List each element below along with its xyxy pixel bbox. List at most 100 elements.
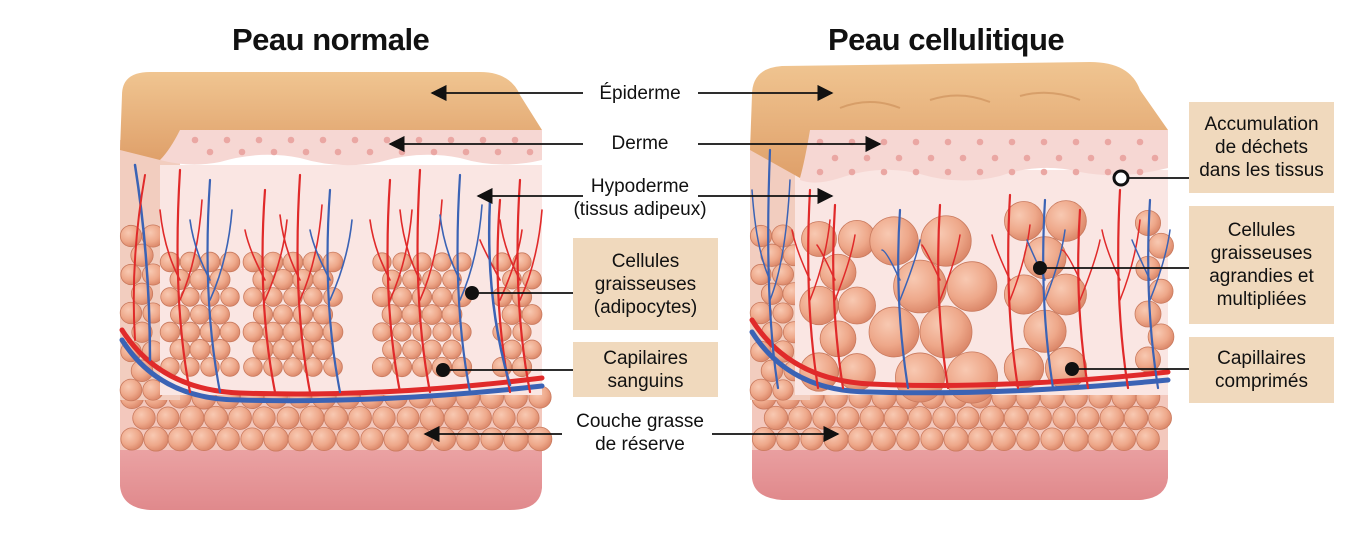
vein bbox=[309, 229, 331, 281]
dermis-dot bbox=[944, 138, 952, 146]
artery bbox=[1009, 224, 1031, 301]
vein bbox=[1149, 229, 1171, 301]
vein bbox=[456, 173, 472, 394]
artery bbox=[1077, 208, 1090, 390]
artery bbox=[416, 168, 432, 394]
artery bbox=[279, 214, 301, 281]
fat-cell bbox=[421, 304, 443, 325]
fat-cell bbox=[311, 426, 337, 452]
fat-cell bbox=[312, 304, 334, 325]
vein bbox=[749, 329, 1171, 396]
dermis-dot bbox=[1008, 168, 1016, 176]
fat-cell bbox=[772, 379, 794, 401]
fat-cell bbox=[1003, 405, 1029, 431]
fat-cell bbox=[348, 406, 372, 430]
fat-cell bbox=[1099, 405, 1125, 431]
title-cellulite-skin: Peau cellulitique bbox=[828, 22, 1065, 57]
box-text: graisseuses bbox=[1210, 243, 1313, 264]
box-text: Capilaires bbox=[603, 347, 688, 369]
artery bbox=[519, 209, 543, 301]
fat-cell bbox=[1028, 406, 1052, 430]
fat-cell bbox=[263, 357, 283, 377]
box-text: Accumulation bbox=[1204, 114, 1319, 135]
dermis-dot bbox=[462, 148, 470, 156]
dermis-dot bbox=[319, 136, 327, 144]
fat-cell bbox=[120, 263, 142, 286]
artery bbox=[499, 219, 521, 281]
dermis-dot bbox=[1104, 138, 1112, 146]
fat-cell bbox=[1136, 427, 1160, 451]
artery bbox=[807, 188, 820, 390]
artery bbox=[179, 199, 203, 301]
dermis-dot bbox=[880, 168, 888, 176]
fat-cell bbox=[1148, 232, 1174, 259]
dermis-dot bbox=[334, 148, 342, 156]
fat-cell bbox=[1134, 300, 1162, 328]
vein bbox=[487, 198, 512, 387]
fat-cell bbox=[838, 286, 876, 325]
fat-cell bbox=[943, 426, 969, 452]
fat-cell bbox=[287, 426, 313, 452]
fat-cell bbox=[412, 252, 432, 272]
dot-icon bbox=[1065, 362, 1079, 376]
fat-cell bbox=[419, 405, 445, 431]
fat-cell bbox=[751, 426, 777, 452]
pointer-markers bbox=[436, 169, 1130, 377]
fat-cell bbox=[442, 339, 462, 360]
dermis-dot bbox=[255, 136, 263, 144]
fat-cell bbox=[823, 426, 849, 452]
artery bbox=[176, 168, 192, 394]
fat-cell bbox=[120, 427, 144, 451]
dermis-dot bbox=[191, 136, 199, 144]
left-dermis bbox=[160, 130, 542, 166]
box-text: Cellules bbox=[611, 250, 680, 272]
right-reserve-fat-cells bbox=[751, 384, 1172, 452]
fat-cell bbox=[1045, 200, 1087, 242]
fat-cell bbox=[336, 427, 360, 451]
artery bbox=[937, 203, 950, 390]
label-epiderme: Épiderme bbox=[599, 83, 681, 104]
fat-cell bbox=[252, 406, 276, 430]
dermis-dot bbox=[991, 154, 999, 162]
fat-cell bbox=[360, 427, 384, 451]
dermis-dot bbox=[479, 136, 487, 144]
fat-cell bbox=[302, 321, 324, 343]
fat-cell bbox=[422, 269, 442, 290]
vein bbox=[1026, 239, 1046, 281]
artery bbox=[832, 203, 845, 390]
fat-cell bbox=[771, 263, 795, 286]
artery bbox=[1007, 193, 1020, 390]
label-hypoderme: Hypoderme (tissus adipeux) bbox=[565, 175, 715, 221]
fat-cell bbox=[527, 426, 553, 452]
fat-cell bbox=[407, 426, 433, 452]
fat-cell bbox=[402, 339, 422, 360]
fat-cell bbox=[431, 286, 453, 308]
dermis-dot bbox=[848, 168, 856, 176]
dermis-dot bbox=[223, 136, 231, 144]
fat-cell bbox=[868, 306, 920, 358]
dot-icon bbox=[436, 363, 450, 377]
dermis-dot bbox=[816, 168, 824, 176]
fat-cell bbox=[156, 406, 180, 430]
box-capilaires-sanguins: Capilaires sanguins bbox=[573, 342, 718, 397]
artery bbox=[399, 209, 421, 281]
fat-cell bbox=[119, 301, 143, 325]
fat-cell bbox=[956, 406, 980, 430]
artery bbox=[264, 219, 288, 301]
fat-cell bbox=[303, 287, 323, 307]
vein bbox=[209, 209, 233, 301]
fat-cell bbox=[143, 426, 169, 452]
box-text: multipliées bbox=[1216, 289, 1307, 310]
artery bbox=[386, 178, 402, 394]
dermis-dot bbox=[976, 168, 984, 176]
vein bbox=[189, 219, 211, 281]
fat-cell bbox=[772, 302, 794, 324]
fat-cell bbox=[228, 406, 252, 430]
fat-cell bbox=[456, 427, 480, 451]
vein bbox=[751, 189, 771, 281]
fat-cell bbox=[240, 427, 264, 451]
fat-cell bbox=[812, 406, 836, 430]
fat-cell bbox=[932, 406, 956, 430]
box-text: de déchets bbox=[1215, 137, 1308, 158]
fat-cell bbox=[516, 406, 540, 430]
